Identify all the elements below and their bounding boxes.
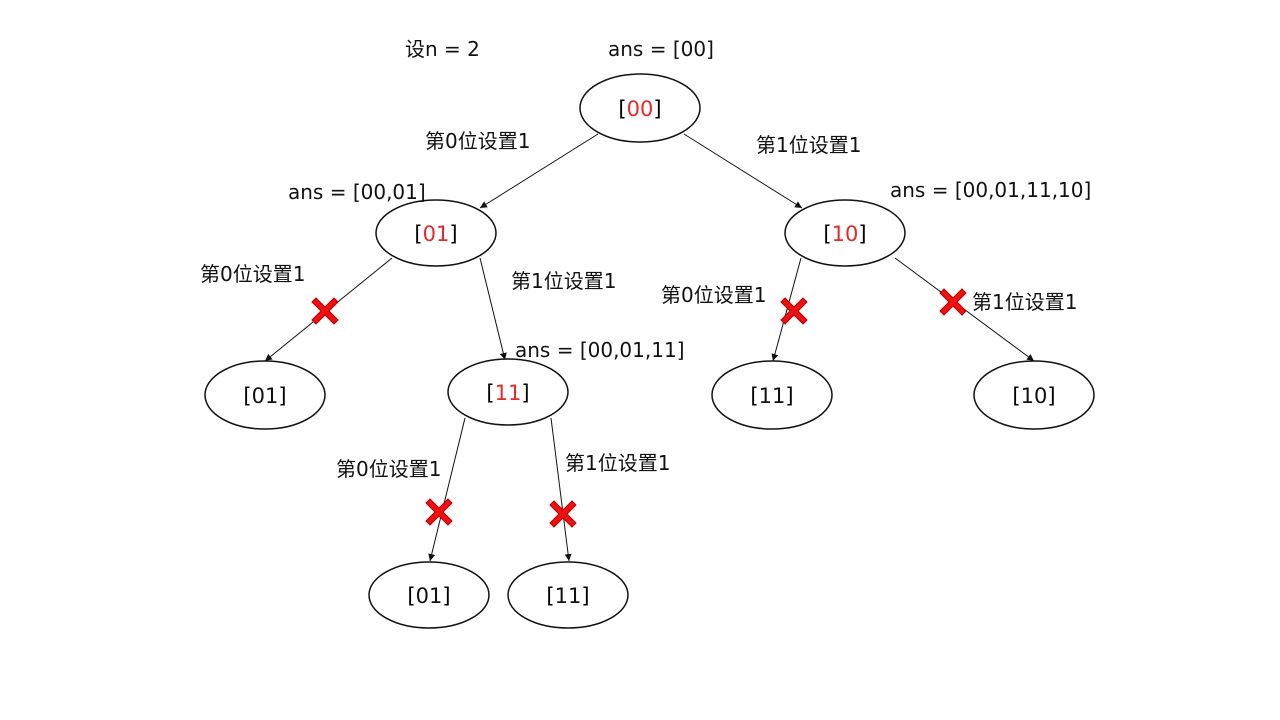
edge-label-root-left: 第0位设置1	[425, 129, 530, 153]
svg-text:[11]: [11]	[486, 381, 529, 405]
edge-label-root-right: 第1位设置1	[756, 133, 861, 157]
node-value: 01	[252, 384, 279, 408]
svg-text:[01]: [01]	[414, 222, 457, 246]
title-label: 设n = 2	[405, 37, 480, 61]
edge-left-b	[479, 257, 507, 361]
pruned-cross-icon	[549, 500, 577, 528]
node-value: 01	[423, 222, 450, 246]
edge-label-b-b: 第1位设置1	[565, 451, 670, 475]
node-value: 11	[759, 384, 786, 408]
svg-text:[01]: [01]	[407, 584, 450, 608]
node-value: 01	[416, 584, 443, 608]
tree-node-l1-left: [01]	[375, 199, 497, 267]
edge-label-right-d: 第1位设置1	[972, 290, 1077, 314]
edge-label-b-a: 第0位设置1	[336, 457, 441, 481]
node-value: 00	[627, 97, 654, 121]
svg-text:[10]: [10]	[823, 222, 866, 246]
edge-label-left-b: 第1位设置1	[511, 269, 616, 293]
node-value: 10	[1021, 384, 1048, 408]
tree-node-l2-d: [10]	[973, 360, 1095, 430]
svg-text:[10]: [10]	[1012, 384, 1055, 408]
ans-label-l1-left: ans = [00,01]	[288, 180, 426, 204]
ans-label-l2-b: ans = [00,01,11]	[515, 338, 685, 362]
pruned-cross-icon	[780, 297, 808, 325]
ans-label-root: ans = [00]	[608, 37, 714, 61]
tree-node-l3-b: [11]	[507, 561, 629, 629]
node-value: 11	[495, 381, 522, 405]
tree-node-l2-a: [01]	[204, 360, 326, 430]
pruned-cross-icon	[311, 297, 339, 325]
edge-label-left-a: 第0位设置1	[200, 262, 305, 286]
svg-text:[11]: [11]	[546, 584, 589, 608]
tree-node-l1-right: [10]	[784, 199, 906, 267]
ans-label-l1-right: ans = [00,01,11,10]	[890, 178, 1091, 202]
edge-b-a	[428, 417, 466, 562]
node-value: 10	[832, 222, 859, 246]
tree-node-l3-a: [01]	[368, 561, 490, 629]
edge-label-right-c: 第0位设置1	[661, 283, 766, 307]
svg-text:[00]: [00]	[618, 97, 661, 121]
edge-root-right	[683, 133, 803, 209]
tree-node-l2-b: [11]	[447, 358, 569, 426]
tree-node-root: [00]	[579, 73, 701, 143]
svg-text:[11]: [11]	[750, 384, 793, 408]
svg-text:[01]: [01]	[243, 384, 286, 408]
edge-b-b	[550, 417, 572, 562]
edge-right-c	[771, 257, 802, 362]
node-value: 11	[555, 584, 582, 608]
pruned-cross-icon	[425, 498, 453, 526]
edge-root-left	[479, 133, 599, 209]
pruned-cross-icon	[939, 288, 967, 316]
tree-node-l2-c: [11]	[711, 360, 833, 430]
